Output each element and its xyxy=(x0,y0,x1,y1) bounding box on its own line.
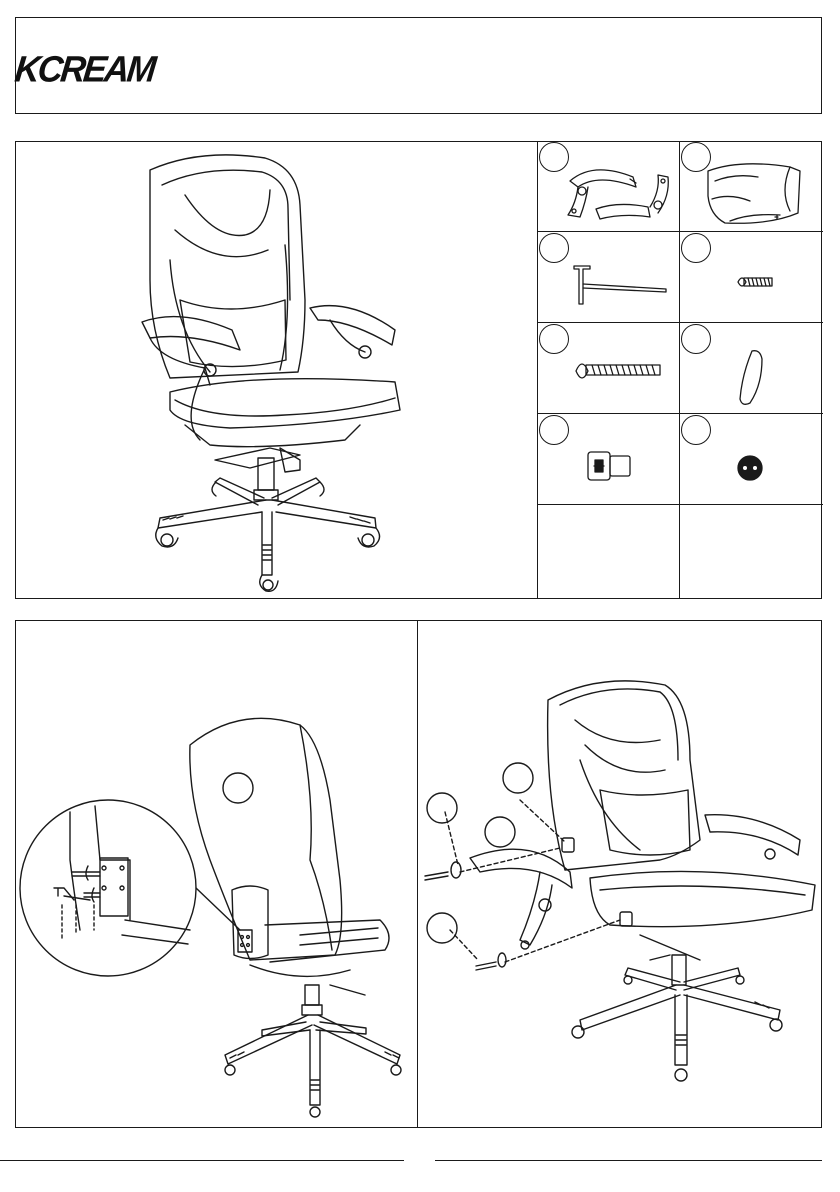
header-box: KCREAM xyxy=(15,17,822,114)
footer-rule-left xyxy=(0,1160,404,1161)
part-badge-g xyxy=(539,415,569,445)
part-badge-f xyxy=(681,324,711,354)
brand-logo: KCREAM xyxy=(13,51,155,88)
part-badge-b xyxy=(681,142,711,172)
step-box-armrests xyxy=(418,620,822,1128)
part-badge-e xyxy=(539,324,569,354)
step-box-backrest xyxy=(15,620,418,1128)
part-cell-empty-1 xyxy=(538,505,680,598)
part-badge-h xyxy=(681,415,711,445)
parts-grid xyxy=(537,141,823,599)
part-badge-d xyxy=(681,233,711,263)
part-badge-a xyxy=(539,142,569,172)
part-cell-empty-2 xyxy=(680,505,823,598)
footer-rule-right xyxy=(435,1160,822,1161)
part-badge-c xyxy=(539,233,569,263)
